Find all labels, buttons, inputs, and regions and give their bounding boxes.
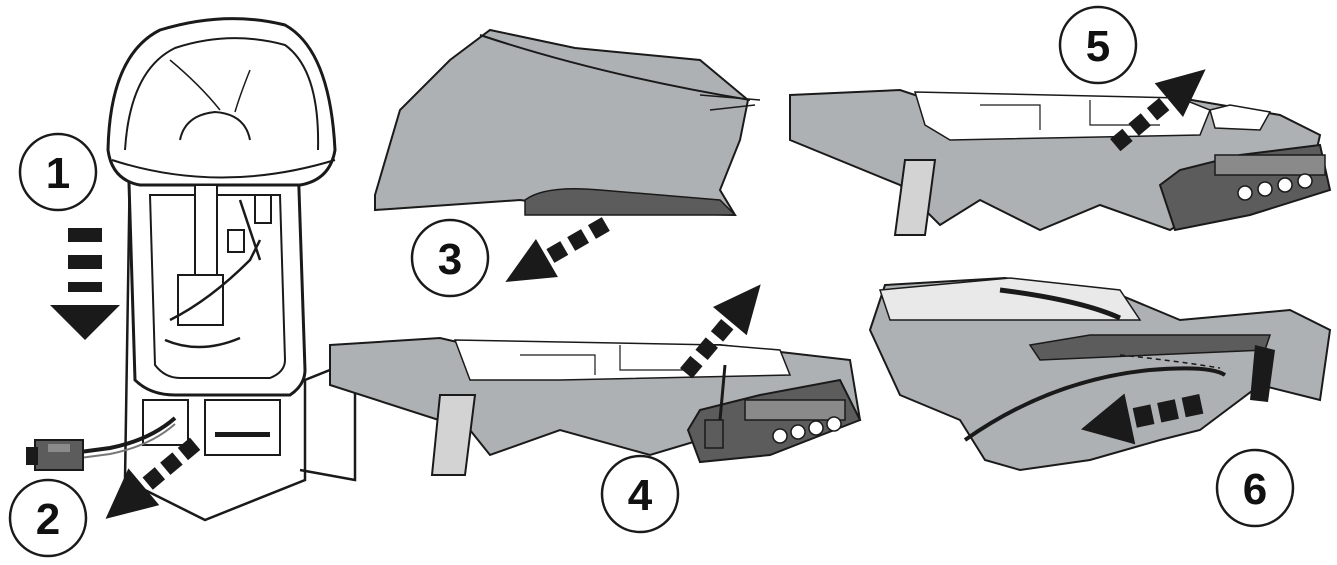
step-2-number: 2: [36, 495, 60, 544]
wire-harness: [963, 366, 1227, 442]
step-2-callout: 2: [8, 478, 88, 558]
panel-shifter-console: 1 2: [8, 17, 357, 558]
panel-connector-clip: 5: [789, 5, 1332, 236]
panel-connector-routing: 4: [329, 284, 862, 534]
dashed-arrow-icon: [505, 217, 610, 282]
dashed-arrow-icon: [1110, 69, 1206, 152]
dashed-arrow-icon: [680, 284, 761, 379]
step-1-callout: 1: [18, 132, 98, 212]
step-3-number: 3: [438, 235, 462, 284]
step-4-number: 4: [628, 471, 653, 520]
step-5-number: 5: [1086, 22, 1110, 71]
trim-panel: [374, 28, 750, 217]
step-1-number: 1: [46, 149, 70, 198]
step-6-number: 6: [1243, 465, 1267, 514]
electrical-connector-icon: [26, 439, 84, 471]
dashed-arrow-icon: [50, 228, 120, 340]
dashed-arrow-icon: [1080, 393, 1204, 445]
step-4-callout: 4: [600, 454, 680, 534]
wire-harness: [79, 416, 177, 454]
step-3-callout: 3: [410, 218, 490, 298]
panel-harness-routing: 6: [868, 276, 1332, 528]
panel-trim-removal: 3: [374, 28, 761, 298]
electrical-connector-icon: [704, 419, 724, 449]
step-6-callout: 6: [1215, 448, 1295, 528]
step-5-callout: 5: [1058, 5, 1138, 85]
dashed-arrow-icon: [105, 437, 201, 519]
gear-boot: [106, 17, 337, 187]
